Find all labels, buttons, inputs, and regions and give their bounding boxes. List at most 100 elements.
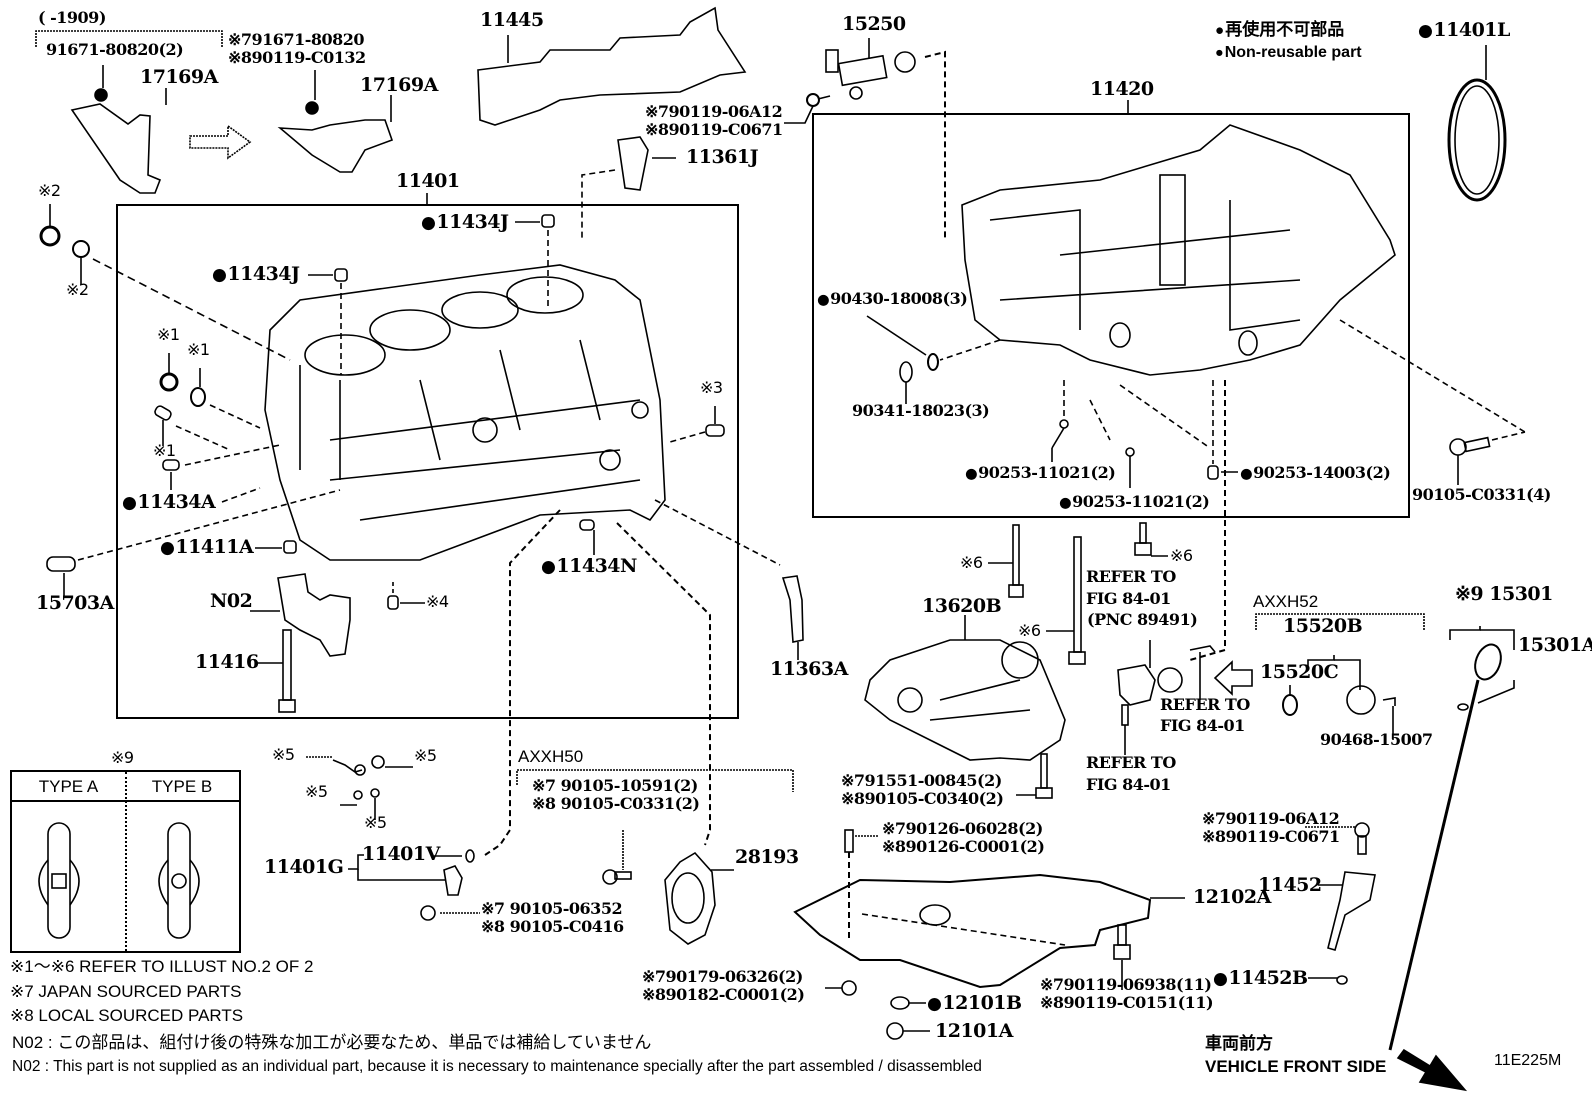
part-label-n7-90179-06326[interactable]: ※790179-06326(2) <box>642 967 803 986</box>
footnote-n02-jp: N02 : この部品は、組付け後の特殊な加工が必要なため、単品では補給していませ… <box>12 1033 652 1052</box>
gasket-28193-drawing <box>664 851 716 945</box>
dipstick-rod-drawing <box>1388 679 1480 1051</box>
dipstick-guide-11452-drawing <box>1327 871 1376 951</box>
part-label-15703A[interactable]: 15703A <box>36 592 114 614</box>
replacement-arrow-icon <box>189 124 252 160</box>
part-label-n7-90105-10591[interactable]: ※7 90105-10591(2) <box>532 776 698 795</box>
axxh50-bracket <box>516 769 794 792</box>
note-ref-6-b: ※6 <box>1018 621 1041 640</box>
part-label-n8-90119-C0151[interactable]: ※890119-C0151(11) <box>1040 993 1214 1012</box>
part-label-n7-90126-06028[interactable]: ※790126-06028(2) <box>882 819 1043 838</box>
note-ref-3: ※3 <box>700 378 723 397</box>
part-label-11452B[interactable]: 11452B <box>1213 968 1308 988</box>
gasket-11361J-drawing <box>617 136 649 191</box>
legend-non-reusable-jp: 再使用不可部品 <box>1215 21 1344 38</box>
plug-n2-a <box>39 225 61 247</box>
note-ref-5-b: ※5 <box>414 746 437 765</box>
part-label-n8-90119-C0671-bot[interactable]: ※890119-C0671 <box>1202 827 1340 846</box>
oil-pump-13620B-drawing <box>864 639 1066 761</box>
part-label-28193[interactable]: 28193 <box>735 846 799 868</box>
refer-fig-3-line2[interactable]: FIG 84-01 <box>1086 775 1171 794</box>
group-label-crankcase[interactable]: 11420 <box>1090 78 1154 100</box>
axxh52-bracket <box>1255 613 1425 630</box>
part-label-17169A-old[interactable]: 17169A <box>140 66 218 88</box>
part-label-11434J-left[interactable]: 11434J <box>212 264 300 284</box>
part-label-15520B[interactable]: 15520B <box>1283 615 1363 637</box>
timing-cover-drawing <box>477 6 747 126</box>
refer-fig-1-line1[interactable]: REFER TO <box>1086 567 1176 586</box>
part-label-11434J-top[interactable]: 11434J <box>421 212 509 232</box>
part-label-90430-18008[interactable]: 90430-18008(3) <box>817 290 968 307</box>
refer-fig-2-line2[interactable]: FIG 84-01 <box>1160 716 1245 735</box>
part-label-17169A-new[interactable]: 17169A <box>360 74 438 96</box>
part-label-11411A[interactable]: 11411A <box>160 537 253 557</box>
guide-11363A-drawing <box>781 575 804 643</box>
part-label-n8-90182-C0001[interactable]: ※890182-C0001(2) <box>642 985 805 1004</box>
bolt-11416-drawing <box>282 629 292 701</box>
part-label-n8-90119-C0671-top[interactable]: ※890119-C0671 <box>645 120 783 139</box>
dipstick-handle-drawing <box>1474 643 1502 681</box>
part-label-15301A[interactable]: 15301A <box>1518 634 1592 656</box>
type-b-handle-drawing <box>158 822 200 939</box>
type-a-header: TYPE A <box>12 772 125 802</box>
part-label-15250[interactable]: 15250 <box>842 13 906 35</box>
part-label-n7-90105-06352[interactable]: ※7 90105-06352 <box>481 899 623 918</box>
part-label-n7-91551-00845[interactable]: ※791551-00845(2) <box>841 771 1002 790</box>
part-label-90341-18023[interactable]: 90341-18023(3) <box>852 401 990 420</box>
crankcase-group-box <box>812 113 1410 518</box>
pnc-89491-label: (PNC 89491) <box>1087 610 1198 629</box>
part-label-11363A[interactable]: 11363A <box>770 658 848 680</box>
timing-bracket-drawing-old <box>70 103 162 194</box>
part-label-11416[interactable]: 11416 <box>195 651 259 673</box>
refer-fig-3-line1[interactable]: REFER TO <box>1086 753 1176 772</box>
part-label-90253-14003[interactable]: 90253-14003(2) <box>1240 464 1391 481</box>
axxh50-label: AXXH50 <box>518 747 584 766</box>
part-label-11445[interactable]: 11445 <box>480 9 544 31</box>
part-label-11401V[interactable]: 11401V <box>362 843 440 865</box>
part-label-15301[interactable]: ※9 15301 <box>1455 583 1553 605</box>
part-label-13620B[interactable]: 13620B <box>922 595 1002 617</box>
part-label-n8-90126-C0001[interactable]: ※890126-C0001(2) <box>882 837 1045 856</box>
refer-fig-1-line2[interactable]: FIG 84-01 <box>1086 589 1171 608</box>
note-ref-5-c: ※5 <box>305 782 328 801</box>
part-label-12101B[interactable]: 12101B <box>927 993 1022 1013</box>
footnote-7: ※7 JAPAN SOURCED PARTS <box>10 982 242 1001</box>
type-b-header: TYPE B <box>125 772 239 802</box>
oil-pan-12102A-drawing <box>793 873 1152 989</box>
part-label-11401L[interactable]: 11401L <box>1418 20 1510 40</box>
type-table-divider <box>125 772 127 951</box>
part-label-90253-11021-b[interactable]: 90253-11021(2) <box>1059 493 1210 510</box>
part-label-90105-C0331-4[interactable]: 90105-C0331(4) <box>1412 485 1551 504</box>
part-label-n7-90119-06938[interactable]: ※790119-06938(11) <box>1040 975 1212 994</box>
part-label-n7-91671-80820[interactable]: ※791671-80820 <box>228 30 365 49</box>
note-ref-4: ※4 <box>426 592 449 611</box>
note-ref-2-a: ※2 <box>38 181 61 200</box>
note-ref-5-d: ※5 <box>364 813 387 832</box>
part-label-11361J[interactable]: 11361J <box>686 146 759 168</box>
part-label-n8-90119-C0132[interactable]: ※890119-C0132 <box>228 48 366 67</box>
part-label-N02[interactable]: N02 <box>210 590 253 612</box>
part-label-90253-11021-a[interactable]: 90253-11021(2) <box>965 464 1116 481</box>
note-ref-2-b: ※2 <box>66 280 89 299</box>
part-label-n8-90105-C0416[interactable]: ※8 90105-C0416 <box>481 917 624 936</box>
part-label-n7-90119-06A12-top[interactable]: ※790119-06A12 <box>645 102 783 121</box>
note-ref-5-a: ※5 <box>272 745 295 764</box>
part-label-11452[interactable]: 11452 <box>1258 874 1322 896</box>
illustration-code: 11E225M <box>1494 1052 1562 1069</box>
group-label-cylinder-block[interactable]: 11401 <box>396 170 460 192</box>
footnote-1-6: ※1～※6 REFER TO ILLUST NO.2 OF 2 <box>10 957 314 976</box>
part-label-11434A[interactable]: 11434A <box>122 492 215 512</box>
part-label-n8-90105-C0340[interactable]: ※890105-C0340(2) <box>841 789 1004 808</box>
part-label-n7-90119-06A12-bot[interactable]: ※790119-06A12 <box>1202 809 1340 828</box>
part-label-11401G[interactable]: 11401G <box>264 856 344 878</box>
part-label-11434N[interactable]: 11434N <box>541 556 637 576</box>
part-label-91671-80820[interactable]: 91671-80820(2) <box>46 40 184 59</box>
part-label-12102A[interactable]: 12102A <box>1193 886 1271 908</box>
part-label-15520C[interactable]: 15520C <box>1260 661 1339 683</box>
part-label-12101A[interactable]: 12101A <box>935 1020 1013 1042</box>
part-label-n8-90105-C0331-2[interactable]: ※8 90105-C0331(2) <box>532 794 700 813</box>
refer-fig-2-line1[interactable]: REFER TO <box>1160 695 1250 714</box>
part-label-90468-15007[interactable]: 90468-15007 <box>1320 730 1433 749</box>
type-a-handle-drawing <box>38 822 80 939</box>
plug-15703A-drawing <box>46 556 76 572</box>
